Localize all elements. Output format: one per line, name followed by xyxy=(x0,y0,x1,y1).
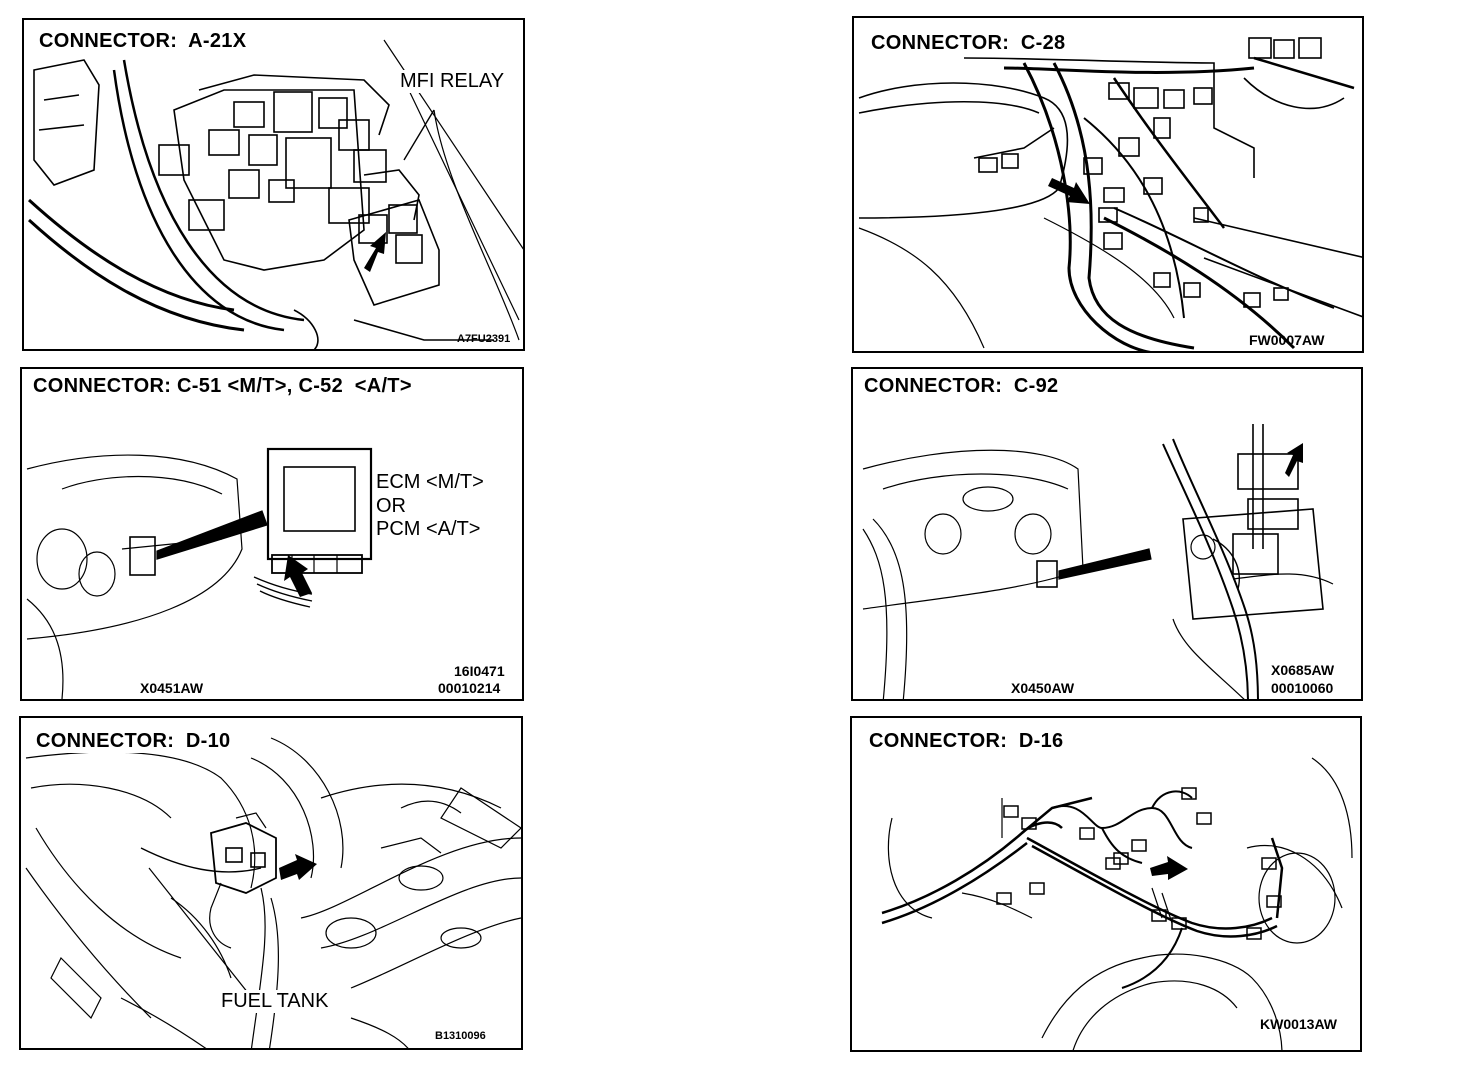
figure-code-right-2: 00010214 xyxy=(438,680,501,696)
figure-code-left: X0450AW xyxy=(1011,680,1075,696)
mfi-relay-label: MFI RELAY xyxy=(398,70,507,93)
connector-title: CONNECTOR: C-92 xyxy=(861,375,1062,398)
figure-code: FW0007AW xyxy=(1249,332,1325,348)
panel-connector-a21x: CONNECTOR: A-21X MFI RELAY A7FU2391 xyxy=(22,18,525,351)
connector-title: CONNECTOR: A-21X xyxy=(36,30,250,53)
arrow-icon xyxy=(1150,856,1188,880)
panel-connector-d16: CONNECTOR: D-16 KW0013AW xyxy=(850,716,1362,1052)
connector-title: CONNECTOR: C-51 <M/T>, C-52 <A/T> xyxy=(30,375,415,398)
connector-title: CONNECTOR: D-16 xyxy=(866,730,1067,753)
or-label: OR xyxy=(374,495,408,518)
panel-connector-c92: CONNECTOR: C-92 X0450AW X0685AW 00010060 xyxy=(851,367,1363,701)
arrow-icon xyxy=(284,555,312,597)
pcm-label: PCM <A/T> xyxy=(374,518,483,541)
arrow-icon xyxy=(364,232,386,272)
dashboard-harness-drawing xyxy=(858,37,1362,351)
fuel-tank-connector-drawing xyxy=(25,737,521,1048)
floor-harness-drawing xyxy=(881,757,1353,1050)
arrow-icon xyxy=(1285,443,1303,477)
figure-code-right: 16I0471 xyxy=(454,663,505,679)
figure-code-right-2: 00010060 xyxy=(1271,680,1334,696)
connector-title: CONNECTOR: D-10 xyxy=(33,730,234,753)
fuel-tank-label: FUEL TANK xyxy=(219,990,331,1013)
figure-code: B1310096 xyxy=(435,1030,486,1042)
ecm-label: ECM <M/T> xyxy=(374,471,486,494)
engine-bay-relay-drawing xyxy=(27,39,523,349)
arrow-icon xyxy=(1048,178,1090,204)
panel-connector-d10: CONNECTOR: D-10 FUEL TANK B1310096 xyxy=(19,716,523,1050)
figure-code: A7FU2391 xyxy=(457,333,511,345)
figure-code-right: X0685AW xyxy=(1271,662,1335,678)
dashboard-connector-drawing xyxy=(862,424,1334,699)
panel-connector-c28: CONNECTOR: C-28 FW0007AW xyxy=(852,16,1364,353)
arrow-icon xyxy=(279,854,317,880)
panel-connector-c51-c52: CONNECTOR: C-51 <M/T>, C-52 <A/T> ECM <M… xyxy=(20,367,524,701)
connector-title: CONNECTOR: C-28 xyxy=(868,32,1069,55)
figure-code: KW0013AW xyxy=(1260,1016,1338,1032)
figure-code-left: X0451AW xyxy=(140,680,204,696)
ecm-pcm-location-drawing xyxy=(26,447,373,699)
